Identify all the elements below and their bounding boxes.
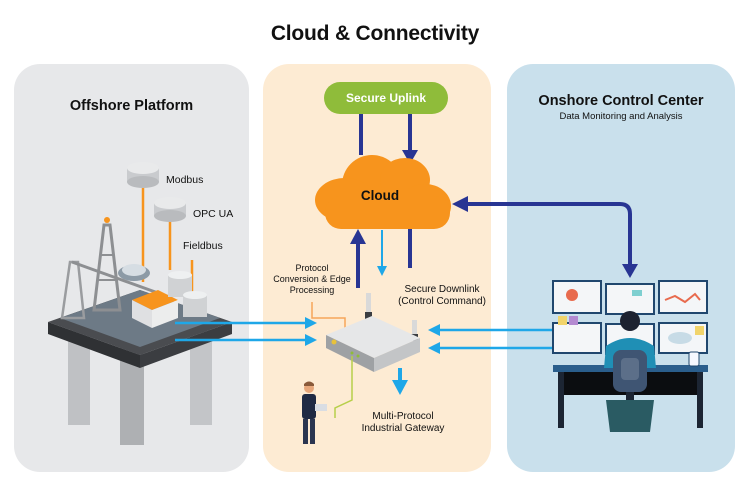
cloud-label: Cloud — [360, 188, 400, 203]
modbus-puck-icon — [127, 162, 159, 188]
opcua-puck-icon — [154, 197, 186, 222]
secure-uplink-badge: Secure Uplink — [324, 82, 448, 114]
laptop-cable — [334, 356, 353, 418]
cloud-to-gateway-arrow — [377, 230, 387, 276]
edge-label-line3: Processing — [289, 285, 335, 295]
secure-downlink-label: Secure Downlink (Control Command) — [394, 284, 490, 308]
connectivity-panel — [263, 64, 491, 472]
offshore-platform-title: Offshore Platform — [69, 98, 194, 114]
industrial-gateway-icon — [326, 293, 420, 372]
gateway-to-cloud-arrow — [350, 229, 366, 288]
cloud-onshore-arrow — [452, 196, 638, 278]
protocol-label-opcua: OPC UA — [193, 208, 234, 220]
onshore-to-gateway-arrows — [428, 324, 552, 354]
cloud-icon — [315, 155, 451, 229]
edge-processing-label: Protocol Conversion & Edge Processing — [262, 263, 362, 296]
diagram-title: Cloud & Connectivity — [270, 22, 480, 45]
offshore-rig-icon — [48, 217, 232, 445]
control-center-workstation-icon — [552, 280, 708, 432]
gateway-label: Multi-Protocol Industrial Gateway — [355, 411, 451, 435]
engineer-with-laptop-icon — [302, 381, 327, 444]
gateway-line2: Industrial Gateway — [361, 423, 445, 434]
protocol-label-modbus: Modbus — [166, 174, 204, 186]
onshore-control-title: Onshore Control Center — [538, 93, 704, 109]
downlink-line1: Secure Downlink — [404, 284, 480, 295]
gateway-output-arrow — [392, 368, 408, 395]
edge-label-line2: Conversion & Edge — [273, 274, 351, 284]
uplink-lines — [359, 114, 418, 164]
onshore-control-subtitle: Data Monitoring and Analysis — [559, 111, 683, 122]
protocol-label-fieldbus: Fieldbus — [183, 240, 223, 252]
gateway-line1: Multi-Protocol — [372, 411, 434, 422]
downlink-line2: (Control Command) — [398, 296, 486, 307]
edge-label-line1: Protocol — [295, 263, 329, 273]
rig-to-gateway-arrows — [175, 317, 317, 346]
